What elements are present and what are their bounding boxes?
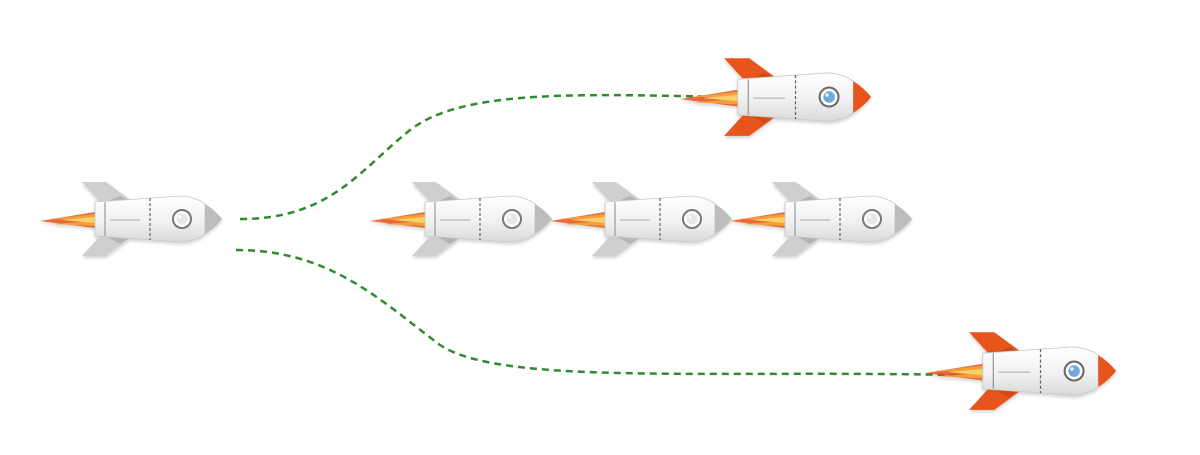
porthole-window (862, 209, 882, 229)
exhaust-flame (925, 363, 983, 381)
nose-cone (715, 204, 732, 234)
nose-cone (205, 204, 222, 234)
porthole-window (682, 209, 702, 229)
exhaust-flame (40, 212, 95, 228)
rocket-origin (40, 182, 222, 256)
rockets-group (40, 58, 1117, 410)
flight-path-lower (235, 248, 961, 377)
nose-cone (535, 204, 552, 234)
flight-path-upper (239, 93, 721, 221)
porthole-window (172, 209, 192, 229)
exhaust-flame (730, 212, 785, 228)
porthole-window (818, 86, 840, 108)
rocket-middle-1 (370, 182, 552, 256)
exhaust-flame (550, 212, 605, 228)
exhaust-flame (370, 212, 425, 228)
rocket-middle-2 (550, 182, 732, 256)
rocket-upper (680, 58, 872, 136)
nose-cone (853, 81, 872, 113)
rocket-lower (925, 332, 1117, 410)
nose-cone (895, 204, 912, 234)
porthole-window (502, 209, 522, 229)
rocket-middle-3 (730, 182, 912, 256)
porthole-window (1063, 360, 1085, 382)
exhaust-flame (680, 89, 738, 107)
nose-cone (1098, 355, 1117, 387)
